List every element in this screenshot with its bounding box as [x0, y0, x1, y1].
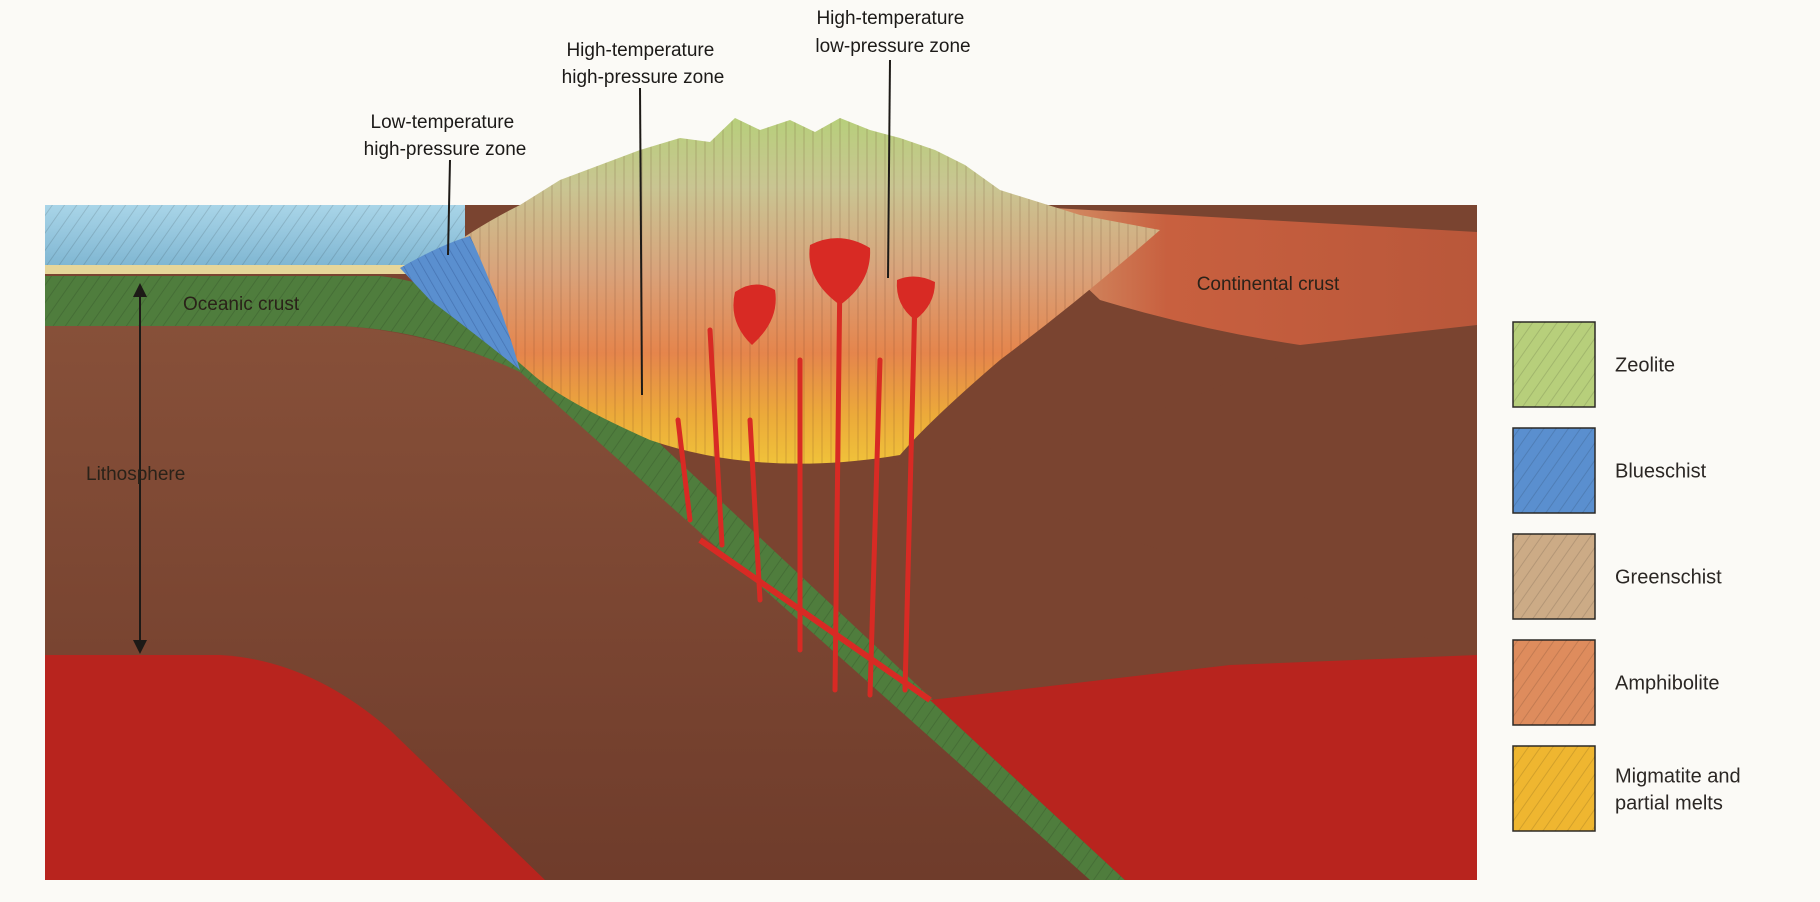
legend-swatch-texture: [1513, 746, 1595, 831]
legend-swatch-texture: [1513, 322, 1595, 407]
legend-label: Blueschist: [1615, 461, 1707, 483]
continental-crust-label: Continental crust: [1197, 274, 1340, 295]
lithosphere-label: Lithosphere: [86, 464, 185, 485]
legend-label: Zeolite: [1615, 355, 1675, 377]
legend-swatch-texture: [1513, 640, 1595, 725]
zone-label-low-temp-high-pressure: Low-temperature high-pressure zone: [364, 112, 527, 160]
zone-label-high-temp-low-pressure: High-temperature low-pressure zone: [815, 8, 970, 57]
zone-label-high-temp-high-pressure: High-temperature high-pressure zone: [562, 40, 725, 88]
legend-swatch-texture: [1513, 428, 1595, 513]
legend-label: Amphibolite: [1615, 673, 1720, 695]
oceanic-crust-label: Oceanic crust: [183, 294, 300, 315]
legend-swatch-texture: [1513, 534, 1595, 619]
legend: ZeoliteBlueschistGreenschistAmphiboliteM…: [1513, 322, 1741, 831]
sediment-layer: [45, 265, 415, 274]
legend-label: Greenschist: [1615, 567, 1722, 589]
